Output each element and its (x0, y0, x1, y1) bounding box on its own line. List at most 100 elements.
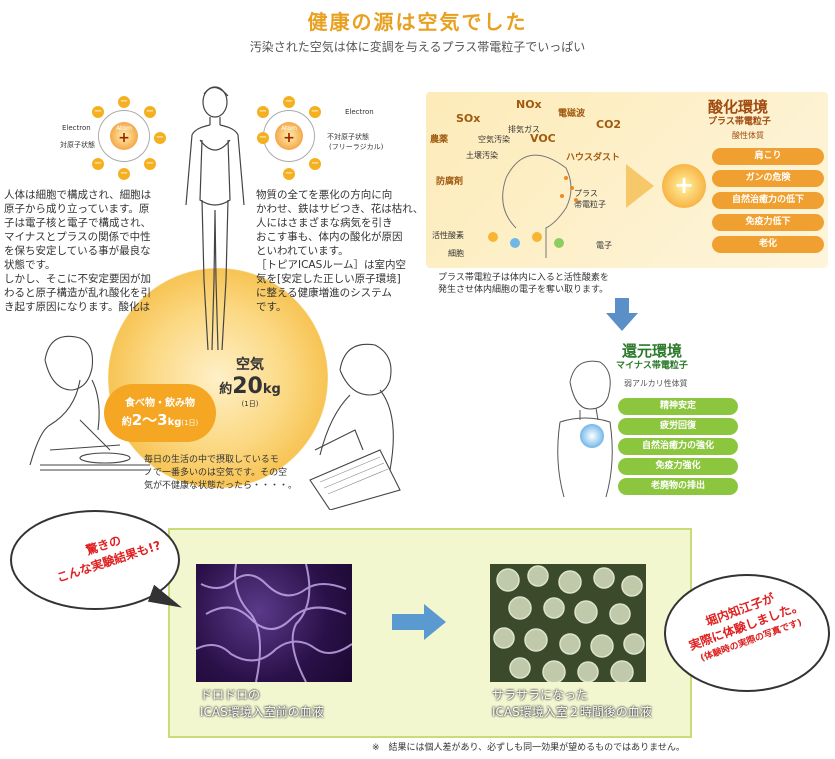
food-prefix: 約 (121, 417, 132, 428)
text-line: 人体は細胞で構成され、細胞は (4, 189, 152, 201)
footnote: ※ 結果には個人差があり、必ずしも同一効果が望めるものではありません。 (372, 743, 685, 753)
effect-pill: 疲労回復 (618, 418, 738, 435)
pesticide-label: 農薬 (430, 135, 449, 145)
molecule-icon (532, 232, 542, 242)
electron-icon: − (118, 96, 130, 108)
house-dust-label: ハウスダスト (566, 153, 621, 163)
sox-label: SOx (456, 112, 481, 125)
exhaust-label: 排気ガス (508, 125, 540, 134)
food-intake-badge: 食べ物・飲み物 約2〜3kg(1日) (104, 384, 216, 442)
down-arrow-head (606, 313, 638, 331)
effect-pill: 精神安定 (618, 398, 738, 415)
electron-icon: − (118, 168, 130, 180)
air-amount: 20 (232, 374, 263, 399)
air-amount-row: 約20kg (205, 374, 295, 399)
label-line: プラス (574, 189, 598, 198)
reduction-title: 還元環境 (622, 342, 683, 360)
blue-orb-icon (580, 424, 604, 448)
food-unit: kg (167, 417, 182, 428)
text-line: 原子から成り立っています。原 (4, 203, 150, 215)
atom-state-right-sub: (フリーラジカル) (329, 143, 384, 151)
atom-state-right: 不対原子状態 (327, 133, 369, 141)
woman-laptop-illustration (309, 343, 401, 510)
blood-after-caption: サラサラになった ICAS環境入室２時間後の血液 (492, 686, 652, 720)
reduction-sub: マイナス帯電粒子 (616, 361, 688, 371)
atom-label: Atom (281, 125, 297, 132)
blood-before-caption: ドロドロの ICAS環境入室前の血液 (200, 686, 324, 720)
antisep-label: 防腐剤 (436, 177, 464, 187)
text-line: かわせ、鉄はサビつき、花は枯れ、 (256, 203, 424, 215)
cell-label: 細胞 (448, 249, 464, 258)
text-line: 気が不健康な状態だったら・・・・。 (144, 481, 298, 491)
text-line: しかし、そこに不安定要因が加 (4, 273, 151, 285)
woman-eating-illustration (29, 335, 150, 471)
electron-icon: − (309, 158, 321, 170)
electron-icon: − (283, 96, 295, 108)
molecule-icon (510, 238, 520, 248)
effect-pill: 肩こり (712, 148, 824, 165)
text-line: 状態です。 (4, 259, 56, 271)
text-line: 物質の全てを悪化の方向に向 (256, 189, 393, 201)
text-line: に整える健康増進のシステム (256, 287, 392, 299)
caption-line: サラサラになった (492, 688, 589, 702)
molecule-icon (488, 232, 498, 242)
label-line: 帯電粒子 (574, 200, 606, 209)
effect-pill: 老廃物の排出 (618, 478, 738, 495)
text-line: 気を[安定した正しい原子環境] (256, 273, 401, 285)
text-line: 発生させ体内細胞の電子を奪い取ります。 (438, 285, 609, 295)
atom-core-right: Atom + (275, 122, 303, 150)
right-arrow-icon (392, 614, 426, 630)
food-label: 食べ物・飲み物 (125, 398, 195, 409)
blood-after-photo (490, 564, 646, 682)
co2-label: CO2 (596, 118, 622, 131)
text-line: 子は電子核と電子で構成され、 (4, 217, 152, 229)
oxidation-sub: プラス帯電粒子 (708, 117, 771, 127)
right-arrow-icon (626, 164, 654, 208)
electron-icon: − (309, 106, 321, 118)
oxidation-panel: SOx NOx 電磁波 CO2 農薬 排気ガス 空気汚染 VOC 土壌汚染 ハウ… (426, 92, 828, 268)
caption-line: ICAS環境入室２時間後の血液 (492, 705, 652, 719)
effect-pill: ガンの危険 (712, 170, 824, 187)
caption-line: ICAS環境入室前の血液 (200, 705, 324, 719)
oxidation-title: 酸化環境 (708, 98, 769, 116)
air-prefix: 約 (219, 382, 233, 397)
page-subtitle: 汚染された空気は体に変調を与えるプラス帯電粒子でいっぱい (249, 40, 586, 54)
electron-icon: − (144, 158, 156, 170)
pollution-caption: プラス帯電粒子は体内に入ると活性酸素を 発生させ体内細胞の電子を奪い取ります。 (438, 272, 609, 296)
air-pollution-label: 空気汚染 (478, 135, 510, 144)
electron-icon: − (92, 106, 104, 118)
right-arrow-head (424, 604, 446, 640)
electron-label: 電子 (596, 241, 612, 250)
speech-bubble-right (664, 574, 830, 692)
effect-pill: 自然治癒力の強化 (618, 438, 738, 455)
electron-icon: − (283, 168, 295, 180)
effect-pill: 自然治癒力の低下 (712, 192, 824, 209)
effect-pill: 免疫力強化 (618, 458, 738, 475)
air-intake-label: 空気 約20kg (1日) (205, 354, 295, 409)
text-line: を保ち安定している事が最良な (4, 245, 151, 257)
effect-pill: 免疫力低下 (712, 214, 824, 231)
food-amount-row: 約2〜3kg(1日) (104, 409, 216, 430)
electron-icon: − (92, 158, 104, 170)
text-line: マイナスとプラスの関係で中性 (4, 231, 151, 243)
plus-charge-glow-icon: + (662, 164, 706, 208)
air-unit: kg (262, 382, 281, 397)
text-line: き起す原因になります。酸化は (4, 301, 150, 313)
atom-diagram-left: Atom + Electron 対原子状態 − − − − − − − (60, 92, 180, 192)
air-label: 空気 (236, 357, 264, 373)
text-line: わると原子構造が乱れ酸化を引 (4, 287, 151, 299)
standing-woman-illustration (185, 86, 245, 351)
food-per: (1日) (181, 419, 199, 427)
em-label: 電磁波 (558, 109, 586, 119)
speech-bubble-left (10, 510, 180, 610)
text-line: 人にはさまざまな病気を引き (256, 217, 393, 229)
text-line: おこす事も、体内の酸化が原因 (256, 231, 403, 243)
molecule-icon (554, 238, 564, 248)
plus-particles-label: プラス 帯電粒子 (574, 188, 606, 210)
atom-state-left: 対原子状態 (60, 141, 95, 149)
left-paragraph: 人体は細胞で構成され、細胞は 原子から成り立っています。原 子は電子核と電子で構… (4, 188, 174, 314)
right-paragraph: 物質の全てを悪化の方向に向 かわせ、鉄はサビつき、花は枯れ、 人にはさまざまな病… (256, 188, 426, 314)
electron-icon: − (144, 106, 156, 118)
electron-icon: − (257, 132, 269, 144)
nox-label: NOx (516, 98, 542, 111)
